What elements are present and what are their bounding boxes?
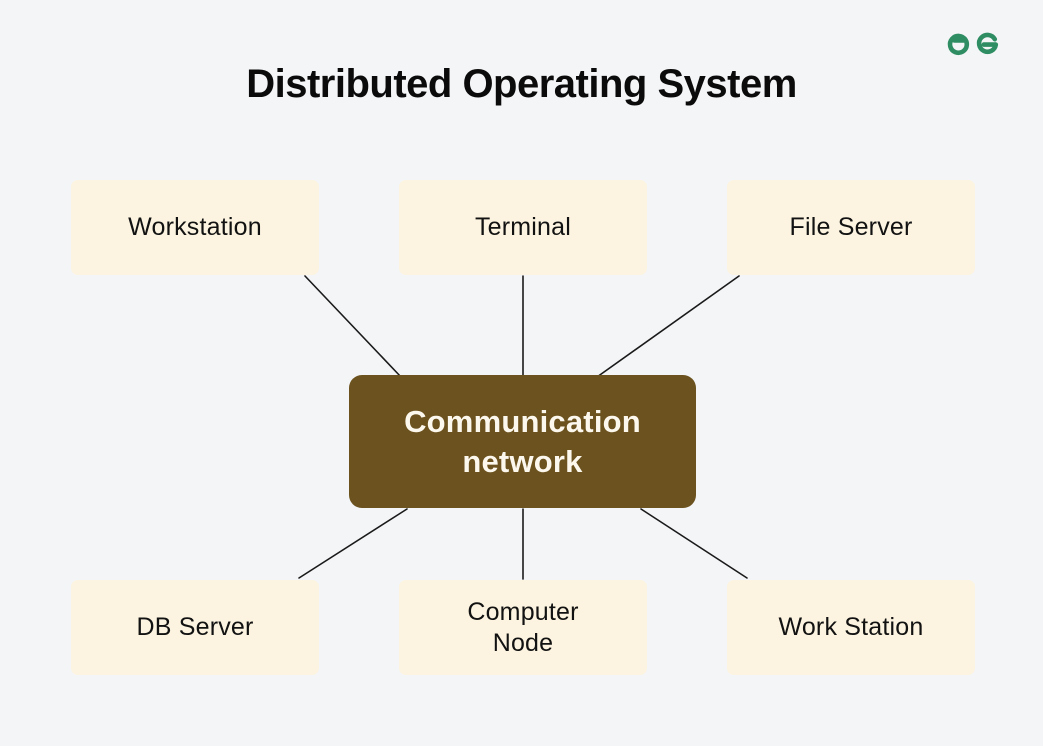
link-db-server-to-network: [298, 508, 408, 579]
geeksforgeeks-logo: [946, 26, 1004, 62]
node-communication-network-label: Communication network: [404, 403, 641, 479]
node-computer-node[interactable]: Computer Node: [399, 580, 647, 675]
node-workstation[interactable]: Workstation: [71, 180, 319, 275]
node-work-station-label: Work Station: [778, 613, 924, 642]
node-db-server-label: DB Server: [136, 613, 254, 642]
node-file-server-label: File Server: [789, 213, 913, 242]
node-workstation-label: Workstation: [128, 213, 262, 242]
node-work-station[interactable]: Work Station: [727, 580, 975, 675]
link-workstation-to-network: [304, 275, 402, 378]
node-terminal[interactable]: Terminal: [399, 180, 647, 275]
link-work-station-to-network: [640, 508, 748, 579]
page-title: Distributed Operating System: [246, 62, 797, 106]
link-file-server-to-network: [596, 275, 740, 378]
node-terminal-label: Terminal: [474, 213, 572, 242]
node-communication-network[interactable]: Communication network: [349, 375, 696, 508]
node-db-server[interactable]: DB Server: [71, 580, 319, 675]
node-file-server[interactable]: File Server: [727, 180, 975, 275]
node-computer-node-label: Computer Node: [467, 598, 579, 657]
